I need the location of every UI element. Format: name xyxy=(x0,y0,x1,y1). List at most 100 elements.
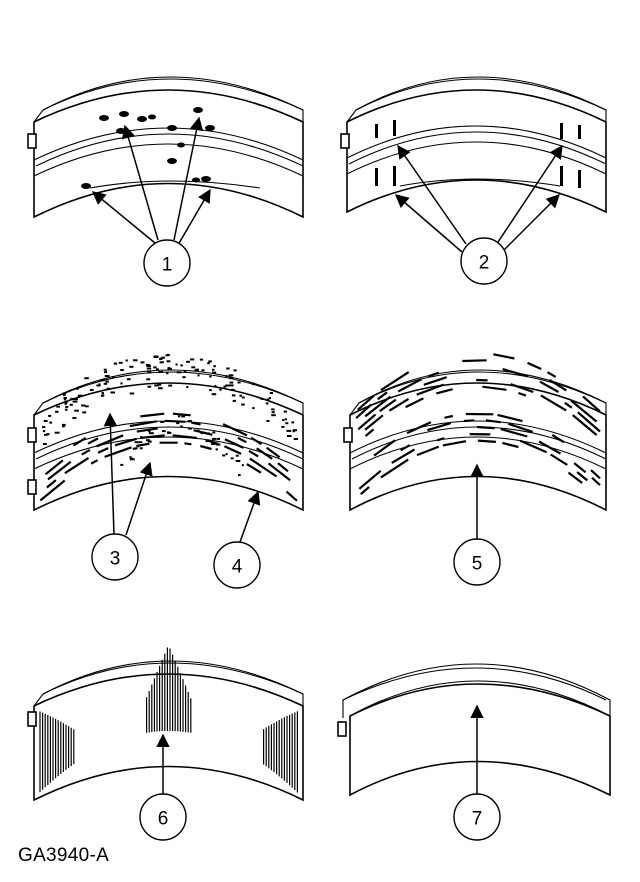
score-mark xyxy=(267,462,291,482)
pit-mark xyxy=(148,430,151,433)
pit-mark xyxy=(214,384,217,387)
pit-mark xyxy=(65,405,69,408)
score-mark xyxy=(462,359,487,363)
score-mark xyxy=(500,427,528,438)
pit-mark xyxy=(199,358,204,361)
bearing-3-4-pitting-scoring xyxy=(27,369,304,512)
pit-mark xyxy=(139,447,143,450)
pit-mark xyxy=(61,423,66,426)
bearing-3-4-arrows xyxy=(103,412,261,543)
pit-mark xyxy=(134,441,139,444)
pit-mark xyxy=(62,425,65,428)
score-mark xyxy=(406,421,432,435)
pit-mark xyxy=(209,375,212,378)
score-mark xyxy=(591,476,601,486)
score-mark xyxy=(380,458,409,479)
pit-mark xyxy=(154,384,159,387)
bearing-7-normal xyxy=(337,663,611,797)
bearing-2-cracks xyxy=(340,76,607,214)
score-mark xyxy=(364,414,384,431)
score-mark xyxy=(129,420,157,428)
pit-mark xyxy=(147,371,152,374)
pit-mark xyxy=(126,378,131,381)
pit-mark xyxy=(110,391,115,394)
pit-mark xyxy=(186,360,190,363)
pit-mark xyxy=(129,458,135,461)
score-mark xyxy=(39,479,66,502)
score-mark xyxy=(400,444,411,452)
score-mark xyxy=(172,412,191,417)
pit-mark xyxy=(105,380,109,383)
score-mark xyxy=(485,419,501,424)
pit-mark xyxy=(260,397,263,400)
pit-mark xyxy=(104,375,110,377)
callout-4: 4 xyxy=(213,541,261,589)
pit-mark xyxy=(252,407,255,410)
pit-mark xyxy=(49,421,53,424)
pit-mark xyxy=(62,392,67,395)
score-mark xyxy=(97,447,109,454)
pit-mark xyxy=(286,429,292,432)
score-mark xyxy=(442,440,467,447)
pit-mark xyxy=(211,393,217,396)
pit-mark xyxy=(72,417,77,419)
pit-mark xyxy=(269,392,273,394)
score-mark xyxy=(426,422,452,432)
bearing-5-scoring xyxy=(343,369,607,512)
bearing-3-pitting-marks-upper xyxy=(42,353,298,445)
pit-mark xyxy=(76,387,79,390)
pit-mark xyxy=(223,385,227,388)
pit-mark xyxy=(134,447,138,450)
pit-mark xyxy=(196,368,199,371)
score-mark xyxy=(405,397,424,409)
pit-mark xyxy=(225,375,228,377)
score-mark xyxy=(564,401,573,409)
pit-mark xyxy=(190,358,195,361)
score-mark xyxy=(416,383,445,396)
score-mark xyxy=(391,448,416,464)
score-mark xyxy=(114,437,137,447)
score-mark xyxy=(436,437,445,442)
pit-mark xyxy=(225,384,231,387)
pit-mark xyxy=(229,381,234,384)
pit-mark xyxy=(282,419,285,422)
score-mark xyxy=(104,446,132,458)
score-mark xyxy=(508,422,534,433)
score-mark xyxy=(224,438,244,449)
score-mark xyxy=(519,439,548,454)
score-mark xyxy=(358,469,382,490)
pit-mark xyxy=(153,355,159,358)
pit-mark xyxy=(63,393,66,396)
pit-mark xyxy=(215,448,218,451)
bearing-1-arrows xyxy=(91,116,211,246)
figure-id: GA3940-A xyxy=(18,845,110,866)
score-mark xyxy=(423,376,448,386)
pit-mark xyxy=(233,369,237,372)
pit-mark xyxy=(48,414,52,417)
pit-mark xyxy=(63,396,67,399)
pit-mark xyxy=(266,420,270,422)
score-mark xyxy=(497,413,523,423)
pit-mark xyxy=(212,371,217,374)
pit-mark xyxy=(176,422,180,425)
pit-mark xyxy=(140,361,145,364)
score-mark xyxy=(172,434,198,440)
score-mark xyxy=(360,486,370,496)
score-mark xyxy=(200,444,212,451)
pit-mark xyxy=(138,441,143,444)
pit-mark xyxy=(235,460,241,462)
score-mark xyxy=(136,442,150,448)
pit-mark xyxy=(146,365,151,367)
pit-mark xyxy=(167,368,172,370)
pit-mark xyxy=(72,400,78,403)
score-mark xyxy=(285,490,298,502)
pit-mark xyxy=(82,411,87,414)
pit-mark xyxy=(111,376,115,378)
score-mark xyxy=(46,479,57,489)
pit-mark xyxy=(271,408,275,411)
pit-mark xyxy=(100,394,104,397)
pit-mark xyxy=(81,404,86,407)
score-mark xyxy=(364,395,392,418)
score-mark xyxy=(90,459,99,465)
score-mark xyxy=(246,463,262,474)
